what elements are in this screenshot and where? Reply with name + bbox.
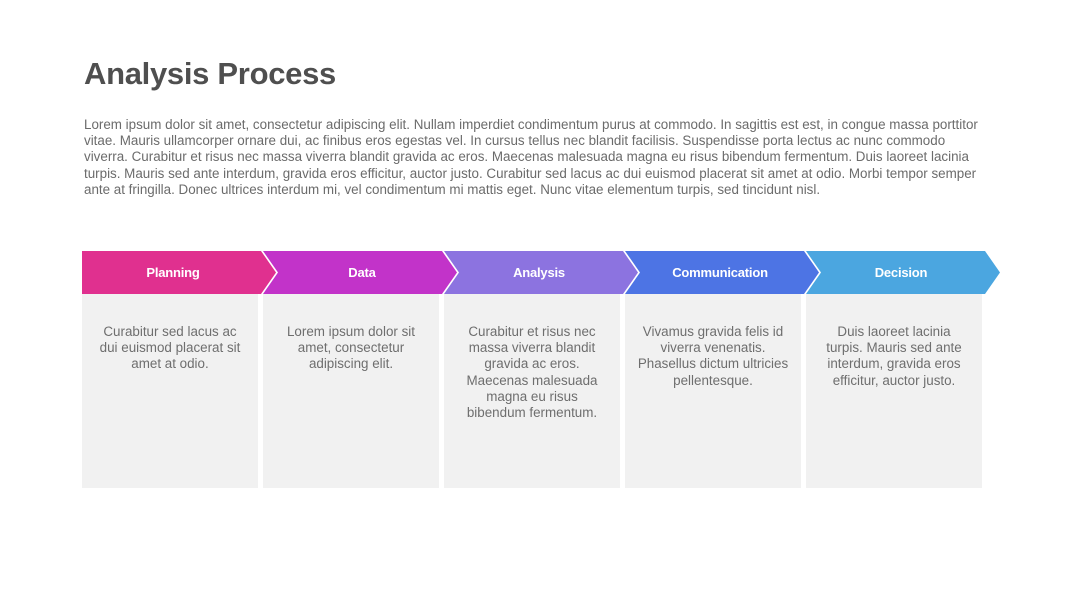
chevron-fill: [82, 251, 276, 294]
step-chevron: Communication: [625, 251, 819, 294]
step-card: Vivamus gravida felis id viverra venenat…: [625, 294, 801, 488]
step-analysis: Curabitur et risus nec massa viverra bla…: [444, 251, 644, 491]
chevron-fill: [444, 251, 638, 294]
step-chevron: Analysis: [444, 251, 638, 294]
step-chevron: Planning: [82, 251, 276, 294]
step-description: Lorem ipsum dolor sit amet, consectetur …: [286, 324, 415, 372]
chevron-fill: [806, 251, 1000, 294]
chevron-arrow-shape: [82, 251, 276, 294]
step-label: Planning: [146, 265, 200, 280]
chevron-fill: [263, 251, 457, 294]
step-data: Lorem ipsum dolor sit amet, consectetur …: [263, 251, 463, 491]
step-card: Curabitur et risus nec massa viverra bla…: [444, 294, 620, 488]
step-description: Vivamus gravida felis id viverra venenat…: [637, 324, 789, 388]
chevron-fill: [625, 251, 819, 294]
chevron-arrow-shape: [625, 251, 819, 294]
step-description: Curabitur et risus nec massa viverra bla…: [466, 324, 598, 421]
step-label: Communication: [672, 265, 768, 280]
step-label: Decision: [874, 265, 928, 280]
chevron-arrow-shape: [806, 251, 1000, 294]
step-chevron: Decision: [806, 251, 1000, 294]
page-title: Analysis Process: [84, 56, 336, 91]
intro-paragraph: Lorem ipsum dolor sit amet, consectetur …: [84, 117, 978, 197]
chevron-arrow-shape: [444, 251, 638, 294]
chevron-arrow-shape: [263, 251, 457, 294]
process-diagram: Curabitur sed lacus ac dui euismod place…: [82, 251, 1002, 491]
step-chevron: Data: [263, 251, 457, 294]
step-description: Curabitur sed lacus ac dui euismod place…: [99, 324, 241, 372]
step-label: Analysis: [513, 265, 565, 280]
step-communication: Vivamus gravida felis id viverra venenat…: [625, 251, 825, 491]
step-card: Duis laoreet lacinia turpis. Mauris sed …: [806, 294, 982, 488]
step-card: Curabitur sed lacus ac dui euismod place…: [82, 294, 258, 488]
step-decision: Duis laoreet lacinia turpis. Mauris sed …: [806, 251, 1006, 491]
step-card: Lorem ipsum dolor sit amet, consectetur …: [263, 294, 439, 488]
step-planning: Curabitur sed lacus ac dui euismod place…: [82, 251, 282, 491]
step-label: Data: [348, 265, 376, 280]
step-description: Duis laoreet lacinia turpis. Mauris sed …: [826, 324, 962, 388]
